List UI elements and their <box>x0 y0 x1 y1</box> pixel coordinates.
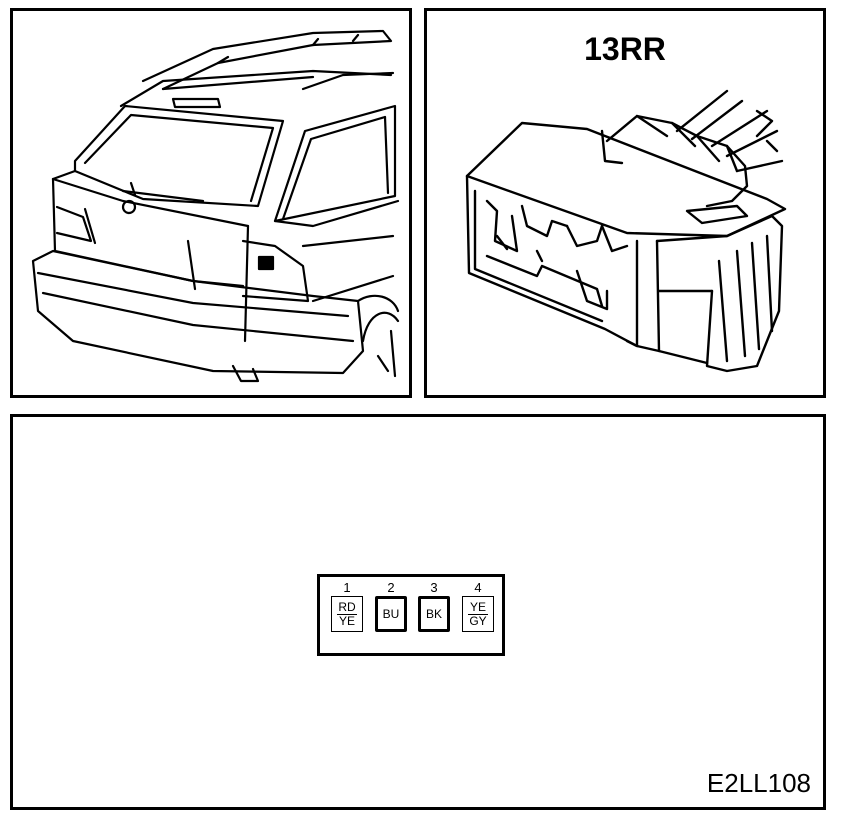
wire-color-box: RD YE <box>331 596 363 632</box>
wire-color: GY <box>468 613 488 628</box>
wire-color: BK <box>425 606 442 621</box>
car-rear-drawing <box>31 29 400 383</box>
wire-color: RD <box>338 599 356 614</box>
connector-pin-block: 1 RD YE 2 BU 3 BK 4 YE GY <box>317 574 505 656</box>
pin-number: 4 <box>474 580 482 595</box>
pin-number: 1 <box>343 580 351 595</box>
car-rear-illustration-panel <box>10 8 412 398</box>
pin-4: 4 YE GY <box>460 577 496 653</box>
connector-illustration-panel: 13RR <box>424 8 826 398</box>
pin-layout-panel: 1 RD YE 2 BU 3 BK 4 YE GY E2LL108 <box>10 414 826 810</box>
wire-color: YE <box>337 613 357 628</box>
wire-color: YE <box>469 599 486 614</box>
pin-3: 3 BK <box>416 577 452 653</box>
wire-color-box: BU <box>375 596 407 632</box>
pin-number: 2 <box>387 580 395 595</box>
connector-drawing <box>465 89 787 373</box>
pin-2: 2 BU <box>373 577 409 653</box>
pin-1: 1 RD YE <box>329 577 365 653</box>
figure-code: E2LL108 <box>706 768 811 798</box>
pin-number: 3 <box>430 580 438 595</box>
wire-color-box: YE GY <box>462 596 494 632</box>
wire-color: BU <box>382 606 400 621</box>
connector-title: 13RR <box>584 31 666 67</box>
wire-color-box: BK <box>418 596 450 632</box>
